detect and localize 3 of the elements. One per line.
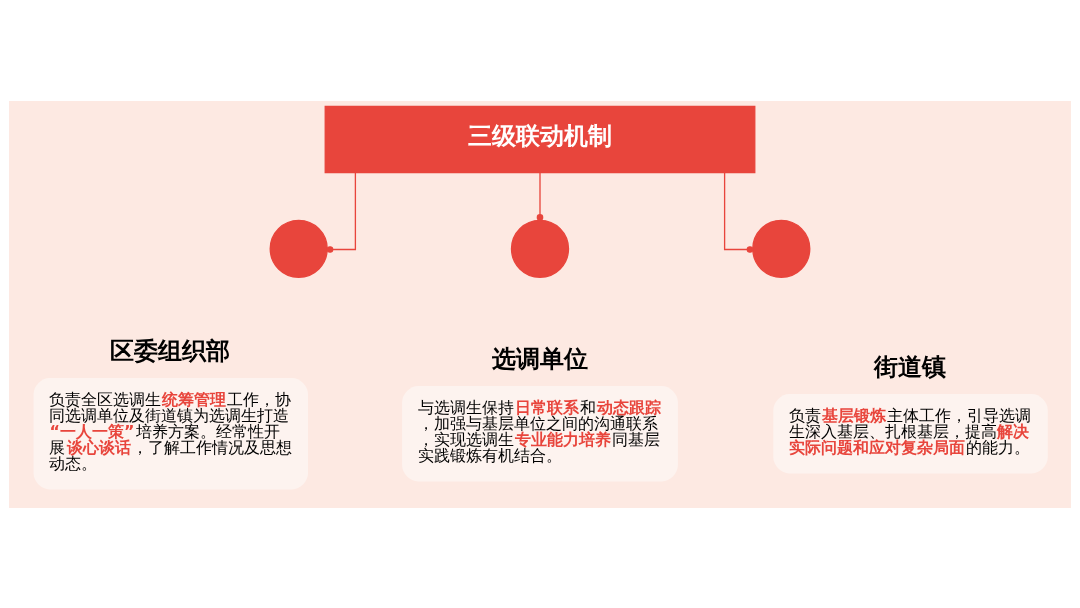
node-label: 选调单位 xyxy=(491,344,588,373)
node-label: 区委组织部 xyxy=(110,336,231,365)
node-label: 街道镇 xyxy=(874,352,947,381)
